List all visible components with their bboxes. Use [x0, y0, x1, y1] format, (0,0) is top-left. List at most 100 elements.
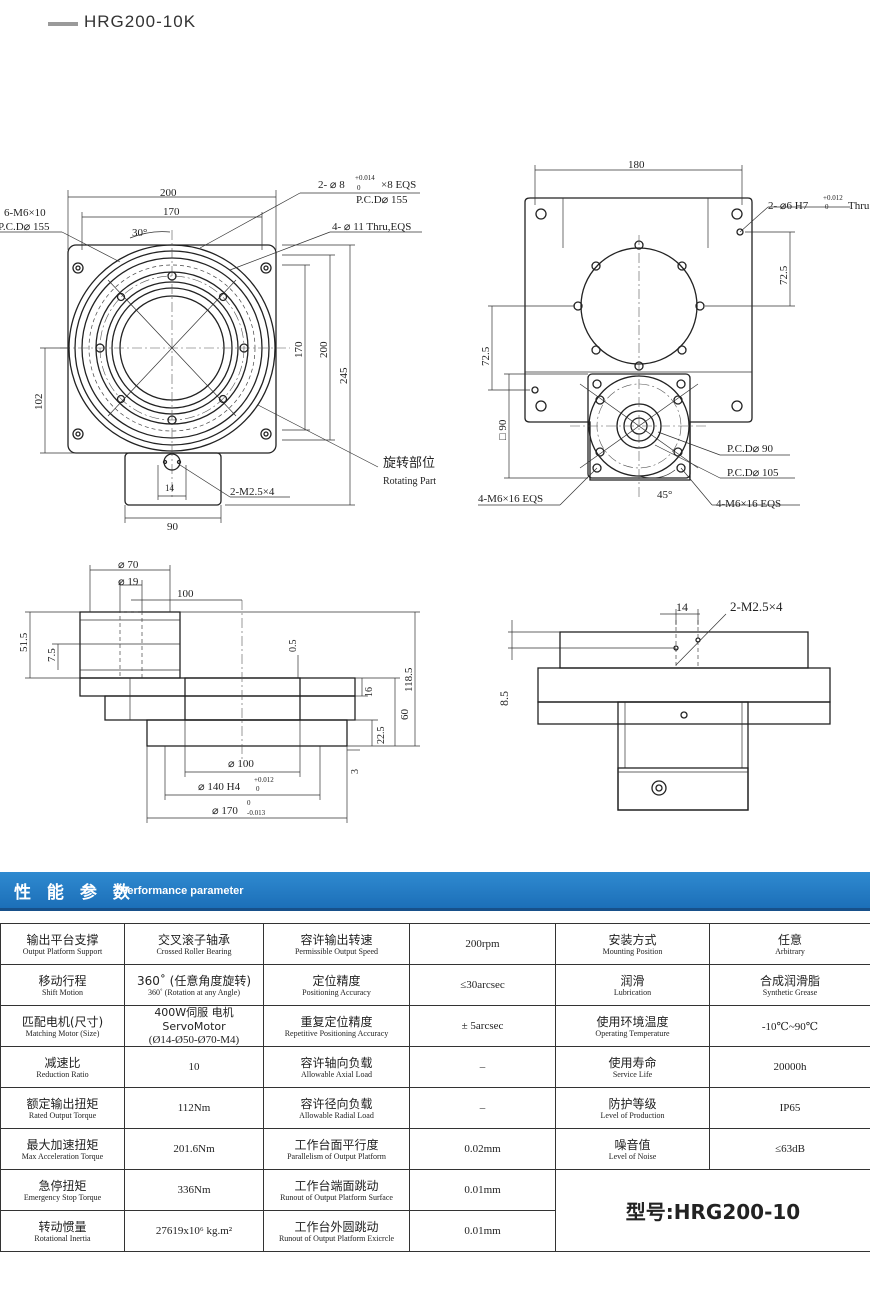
dim-d170: ⌀ 170 — [212, 805, 238, 817]
label-pcd-155-left: P.C.D⌀ 155 — [0, 221, 50, 233]
dim-16: 16 — [364, 687, 375, 697]
dim-22-5: 22.5 — [376, 727, 387, 745]
spec-value: IP65 — [709, 1087, 870, 1129]
spec-value: 112Nm — [124, 1087, 264, 1129]
spec-value: 20000h — [709, 1046, 870, 1088]
label-m25-right: 2-M2.5×4 — [730, 599, 783, 614]
dim-51-5: 51.5 — [18, 632, 30, 652]
spec-value: – — [409, 1087, 556, 1129]
dim-d140: ⌀ 140 H4 — [198, 781, 241, 793]
spec-value: 360˚ (任意角度旋转)360˚ (Rotation at any Angle… — [124, 964, 264, 1006]
dim-30-deg: 30° — [132, 227, 147, 239]
spec-value: 27619x10⁶ kg.m² — [124, 1210, 264, 1252]
title-accent-bar — [48, 22, 78, 26]
dim-118-5: 118.5 — [403, 667, 415, 692]
dim-170-width: 170 — [163, 206, 180, 218]
label-rotating-part-cn: 旋转部位 — [383, 455, 435, 470]
dim-d170-tol: -0.013 — [247, 809, 266, 817]
plan-view-drawing: 200 170 30° 6-M6×10 P.C.D⌀ 155 2- ⌀ 8 +0… — [0, 174, 436, 533]
page-title: HRG200-10K — [84, 12, 197, 31]
dim-180: 180 — [628, 159, 645, 171]
spec-label: 匹配电机(尺寸)Matching Motor (Size) — [0, 1005, 125, 1047]
dim-14-right: 14 — [676, 600, 688, 614]
spec-value: 0.02mm — [409, 1128, 556, 1170]
label-thru: Thru — [848, 200, 870, 212]
label-rotating-part-en: Rotating Part — [383, 476, 436, 487]
dim-3: 3 — [350, 769, 361, 774]
dim-d140-tol: +0.012 — [254, 776, 274, 784]
label-pin-tol0: 0 — [357, 184, 361, 192]
dim-d100: ⌀ 100 — [228, 758, 254, 770]
dim-14-left: 14 — [165, 483, 175, 493]
motor-side-drawing: 180 2- ⌀6 H7 +0.012 0 Thru 72.5 72.5 □ 9… — [478, 159, 870, 510]
dim-d70: ⌀ 70 — [118, 559, 139, 571]
dim-d170-tol0: 0 — [247, 799, 251, 807]
label-h7-tol0: 0 — [825, 203, 829, 211]
label-2-d6-h7: 2- ⌀6 H7 — [768, 200, 809, 212]
spec-value: 0.01mm — [409, 1169, 556, 1211]
dim-d140-tol0: 0 — [256, 785, 260, 793]
spec-value: 200rpm — [409, 923, 556, 965]
dim-102: 102 — [33, 394, 45, 411]
dim-7-5: 7.5 — [46, 648, 58, 662]
dim-200: 200 — [160, 187, 177, 199]
dim-200-height: 200 — [318, 341, 330, 358]
label-pin-eqs: ×8 EQS — [381, 179, 416, 191]
spec-value: 201.6Nm — [124, 1128, 264, 1170]
dim-8-5: 8.5 — [497, 691, 511, 706]
dim-90-width: 90 — [167, 521, 179, 533]
label-pin-tol: +0.014 — [355, 174, 375, 182]
technical-drawings: 200 170 30° 6-M6×10 P.C.D⌀ 155 2- ⌀ 8 +0… — [0, 159, 870, 823]
label-6-m6: 6-M6×10 — [4, 207, 46, 219]
spec-value: ± 5arcsec — [409, 1005, 556, 1047]
spec-value: – — [409, 1046, 556, 1088]
spec-value: 336Nm — [124, 1169, 264, 1211]
dim-100-offset: 100 — [177, 588, 194, 600]
dim-0-5: 0.5 — [288, 640, 299, 653]
spec-value: ≤63dB — [709, 1128, 870, 1170]
model-number-cell: 型号:HRG200-10 — [555, 1169, 870, 1252]
label-m25-left: 2-M2.5×4 — [230, 486, 275, 498]
label-4-d11: 4- ⌀ 11 Thru,EQS — [332, 221, 411, 233]
label-4-m6-right: 4-M6×16 EQS — [716, 498, 781, 510]
spec-value: 400W伺服 电机 ServoMotor(Ø14-Ø50-Ø70-M4) — [124, 1005, 264, 1047]
dim-60: 60 — [399, 709, 411, 721]
dim-170-height: 170 — [293, 341, 305, 358]
section-title-cn: 性 能 参 数 — [14, 883, 135, 903]
label-pcd-90: P.C.D⌀ 90 — [727, 443, 774, 455]
label-4-m6-left: 4-M6×16 EQS — [478, 493, 543, 505]
spec-value: -10℃~90℃ — [709, 1005, 870, 1047]
dim-square-90: □ 90 — [497, 419, 509, 440]
dim-45-deg: 45° — [657, 489, 672, 501]
performance-section-banner: 性 能 参 数 Performance parameter — [0, 872, 870, 911]
label-h7-tol: +0.012 — [823, 194, 843, 202]
label-pin-d8: 2- ⌀ 8 — [318, 179, 345, 191]
